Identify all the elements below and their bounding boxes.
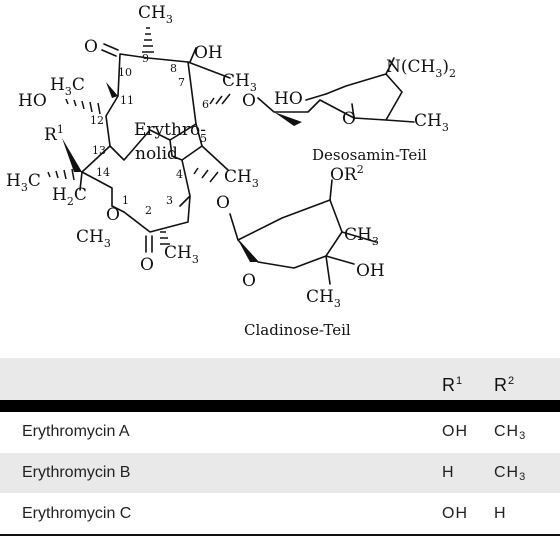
label-o-glycoside-1: O <box>242 91 256 111</box>
ring-number-7: 7 <box>178 76 185 89</box>
label-oh-cladinose: OH <box>356 261 385 281</box>
c6-o-hash <box>209 93 231 105</box>
label-o-ester: O <box>140 255 154 275</box>
label-ch3-desosamine: CH3 <box>414 111 449 134</box>
label-o-keto: O <box>84 37 98 57</box>
table-row: Erythromycin A OH CH3 <box>0 412 560 453</box>
table-row: Erythromycin B H CH3 <box>0 453 560 494</box>
label-h3c-11: H3C <box>50 75 85 98</box>
label-h2c: H2C <box>52 185 87 208</box>
label-o-glycoside-2: O <box>216 193 230 213</box>
ring-number-1: 1 <box>122 194 129 207</box>
caption-desosamin: Desosamin-Teil <box>312 146 427 164</box>
ring-number-9: 9 <box>142 52 149 65</box>
bond-lines <box>47 27 415 285</box>
label-ch3-cladinose-2: CH3 <box>306 287 341 310</box>
label-oh-8: OH <box>194 43 223 63</box>
label-or2: OR2 <box>330 163 364 185</box>
label-erythronolid-2: nolid <box>135 144 178 164</box>
row-name: Erythromycin B <box>22 464 131 481</box>
header-r1: R1 <box>442 375 464 395</box>
label-ch3-cladinose-1: CH3 <box>344 225 379 248</box>
label-ch3-7: CH3 <box>222 71 257 94</box>
table-header: R1 R2 <box>0 358 560 412</box>
row-r1: OH <box>442 423 468 440</box>
c4-o-hash <box>193 167 219 183</box>
ring-number-6: 6 <box>202 98 209 111</box>
label-ch3-3: CH3 <box>164 243 199 266</box>
ring-number-5: 5 <box>200 132 207 145</box>
label-h3c-13: H3C <box>6 171 41 194</box>
row-name: Erythromycin A <box>22 423 130 440</box>
variants-table: R1 R2 Erythromycin A OH CH3 Erythromycin… <box>0 358 560 536</box>
header-r2: R2 <box>494 375 516 395</box>
label-ch3-top: CH3 <box>138 3 173 26</box>
label-o-ring: O <box>106 205 120 225</box>
ring-number-8: 8 <box>170 62 177 75</box>
c12-ho-hash <box>65 98 101 115</box>
label-nme2: N(CH3)2 <box>386 57 456 80</box>
erythromycin-structure-diagram: CH3 O OH CH3 H3C HO R1 Erythro- nolid CH… <box>6 3 456 339</box>
row-r2: H <box>494 505 507 522</box>
table-row: Erythromycin C OH H <box>0 494 560 536</box>
c9-methyl-hash <box>142 27 154 53</box>
label-ho-12: HO <box>18 91 47 111</box>
ring-number-2: 2 <box>145 204 152 217</box>
row-r1: OH <box>442 505 468 522</box>
label-ch3-5: CH3 <box>224 167 259 190</box>
label-ch3-ethyl: CH3 <box>76 227 111 250</box>
ring-number-4: 4 <box>176 168 183 181</box>
label-erythronolid-1: Erythro- <box>134 120 206 140</box>
c13-methyl-hash <box>47 168 75 181</box>
ring-number-11: 11 <box>120 94 134 107</box>
row-r1: H <box>442 464 455 481</box>
label-o-desosamine-ring: O <box>342 109 356 129</box>
ring-number-10: 10 <box>118 66 132 79</box>
label-ho-desosamine: HO <box>274 89 303 109</box>
caption-cladinose: Cladinose-Teil <box>244 321 351 339</box>
ring-number-3: 3 <box>166 194 173 207</box>
ring-number-14: 14 <box>96 166 110 179</box>
ring-number-12: 12 <box>90 114 104 127</box>
row-r2: CH3 <box>494 464 527 483</box>
ring-number-13: 13 <box>92 144 106 157</box>
c3-methyl-hash <box>160 231 170 245</box>
row-r2: CH3 <box>494 423 527 442</box>
row-name: Erythromycin C <box>22 505 132 522</box>
label-o-cladinose-ring: O <box>242 271 256 291</box>
label-r1: R1 <box>44 123 64 145</box>
